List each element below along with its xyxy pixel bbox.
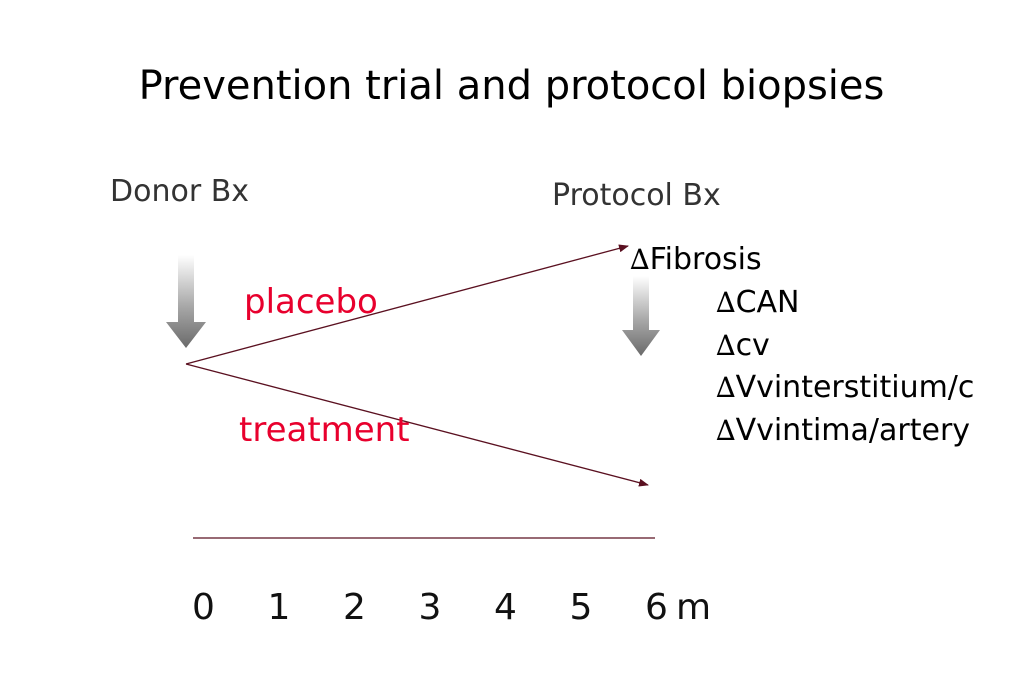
timeline-tick-label: 1 [267, 587, 291, 628]
delta-symbol: ∆ [716, 286, 736, 319]
timeline-tick-label: 3 [418, 587, 442, 628]
finding-text: Fibrosis [649, 242, 762, 277]
donor-biopsy-label: Donor Bx [110, 174, 250, 209]
treatment-branch-arrow [185, 363, 649, 487]
placebo-branch-arrow [185, 244, 629, 365]
finding-text: Vvintima/artery [735, 413, 971, 448]
timeline-unit-label: m [676, 587, 712, 628]
delta-symbol: ∆ [716, 371, 736, 404]
finding-text: cv [735, 328, 770, 363]
delta-symbol: ∆ [716, 414, 736, 447]
delta-symbol: ∆ [630, 243, 650, 276]
finding-text: Vvinterstitium/c [735, 370, 975, 405]
timeline-tick-label: 0 [192, 587, 215, 628]
treatment-label: treatment [239, 410, 410, 450]
timeline-tick-label: 6 [645, 587, 668, 628]
slide-title: Prevention trial and protocol biopsies [138, 63, 885, 109]
timeline-tick-label: 2 [343, 587, 366, 628]
finding-item: ∆Vvinterstitium/c [716, 370, 974, 406]
timeline-tick-label: 5 [569, 587, 593, 628]
donor-down-arrow [166, 255, 206, 348]
protocol-down-arrow [622, 276, 660, 356]
protocol-biopsy-label: Protocol Bx [552, 178, 721, 213]
finding-text: CAN [735, 285, 800, 320]
finding-item: ∆cv [716, 328, 770, 364]
delta-symbol: ∆ [716, 329, 736, 362]
timeline-tick-label: 4 [494, 587, 517, 628]
finding-item: ∆Vvintima/artery [716, 413, 970, 449]
placebo-label: placebo [244, 282, 378, 322]
finding-item: ∆CAN [716, 285, 799, 321]
finding-item: ∆Fibrosis [630, 242, 762, 278]
